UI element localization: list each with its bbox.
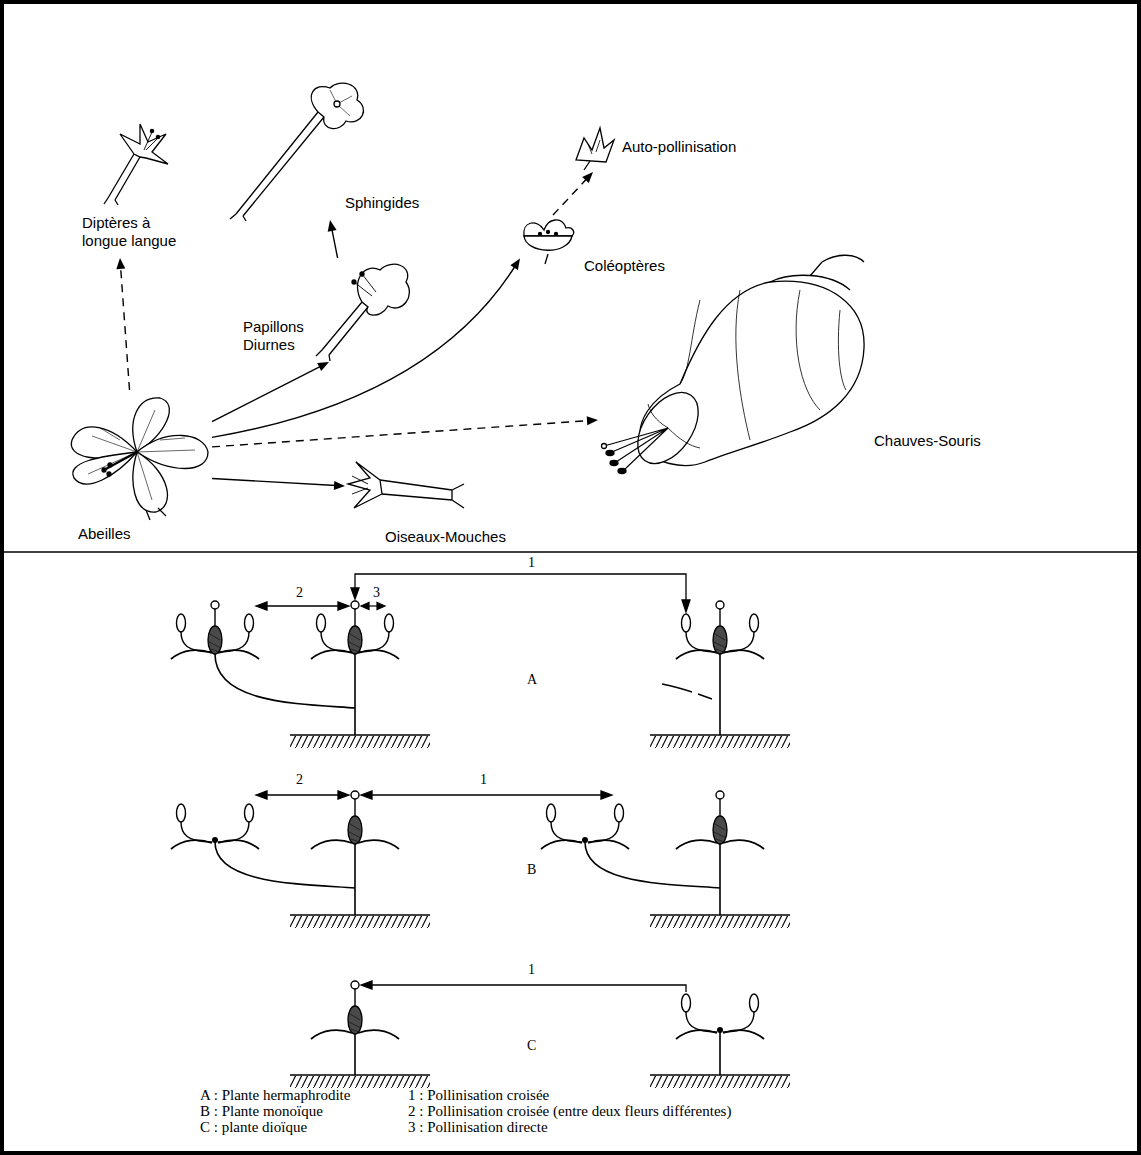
pollinator-arrow bbox=[328, 220, 338, 258]
male-flower bbox=[676, 994, 764, 1039]
selfing-flower bbox=[576, 128, 614, 170]
plant-stem bbox=[355, 1030, 720, 1075]
legend-entry: B : Plante monoïque bbox=[200, 1104, 323, 1119]
arrowhead bbox=[328, 220, 337, 232]
flower bbox=[311, 601, 399, 659]
legend-text: C : plante dioïque bbox=[200, 1119, 307, 1135]
arrowhead bbox=[582, 172, 593, 183]
arrow-line bbox=[332, 229, 338, 258]
monoecious-plants bbox=[171, 791, 790, 928]
pollen-arrow bbox=[351, 574, 690, 612]
legend-text: A : Plante hermaphrodite bbox=[200, 1087, 350, 1103]
arrowhead bbox=[116, 258, 125, 269]
male-flower bbox=[541, 804, 629, 849]
pollinator-name: Papillons Diurnes bbox=[243, 318, 315, 354]
pollinator-name: Auto-pollinisation bbox=[622, 138, 736, 156]
legend-text: 1 : Pollinisation croisée bbox=[408, 1087, 549, 1103]
panel-letter: C bbox=[527, 1038, 536, 1054]
pollinator-flower: Papillons Diurnes bbox=[243, 258, 415, 362]
pollinator-flower: Sphingides bbox=[225, 80, 435, 220]
plant-branch bbox=[662, 684, 712, 699]
pollinator-name: Sphingides bbox=[345, 194, 419, 212]
pollinator-flower: Abeilles bbox=[62, 390, 212, 548]
ground-hatch bbox=[650, 1075, 790, 1088]
arrow-line bbox=[212, 266, 515, 437]
legend-entry: 3 : Pollinisation directe bbox=[408, 1120, 548, 1135]
arrowhead bbox=[334, 481, 345, 490]
pollinator-arrow bbox=[553, 172, 593, 215]
pollinator-name: Diptères à longue langue bbox=[82, 214, 182, 250]
legend-entry: 1 : Pollinisation croisée bbox=[408, 1088, 549, 1103]
legend-text: B : Plante monoïque bbox=[200, 1103, 323, 1119]
arrow-line bbox=[121, 267, 130, 390]
pollinator-name: Abeilles bbox=[78, 525, 131, 543]
callout-number: 1 bbox=[480, 772, 487, 788]
bee-flower bbox=[71, 398, 208, 520]
pollinator-arrow bbox=[212, 258, 520, 437]
legend-text: 3 : Pollinisation directe bbox=[408, 1119, 548, 1135]
legend-entry: A : Plante hermaphrodite bbox=[200, 1088, 350, 1103]
arrowhead bbox=[510, 258, 520, 270]
flower bbox=[171, 601, 259, 659]
pollen-arrow bbox=[361, 603, 385, 610]
legend-text: 2 : Pollinisation croisée (entre deux fl… bbox=[408, 1103, 731, 1119]
legend-entry: 2 : Pollinisation croisée (entre deux fl… bbox=[408, 1104, 731, 1119]
pollinator-arrow bbox=[212, 416, 598, 447]
pollen-arrow bbox=[361, 791, 612, 799]
pollinator-arrow bbox=[212, 479, 345, 490]
flower bbox=[676, 601, 764, 659]
pollinator-flower: Oiseaux-Mouches bbox=[345, 448, 585, 548]
fly-flower bbox=[104, 124, 168, 205]
arrowhead bbox=[587, 416, 598, 425]
female-flower bbox=[311, 981, 399, 1039]
bat-flower bbox=[602, 255, 865, 474]
pollinator-name: Coléoptères bbox=[584, 257, 665, 275]
dioecious-plants bbox=[290, 981, 790, 1088]
pollinator-flower: Auto-pollinisation bbox=[570, 124, 800, 172]
hummingbird-flower bbox=[348, 462, 464, 508]
pollinator-flower: Diptères à longue langue bbox=[78, 122, 218, 258]
callout-number: 1 bbox=[528, 555, 535, 571]
male-flower bbox=[171, 804, 259, 849]
pollinator-name: Chauves-Souris bbox=[874, 432, 981, 450]
hawkmoth-flower bbox=[230, 83, 363, 221]
panel-letter: B bbox=[527, 862, 536, 878]
pollen-arrow bbox=[256, 791, 349, 799]
arrow-line bbox=[212, 366, 321, 422]
callout-number: 3 bbox=[373, 585, 380, 601]
arrow-line bbox=[212, 421, 589, 447]
pollen-arrow bbox=[361, 981, 686, 992]
legend-entry: C : plante dioïque bbox=[200, 1120, 307, 1135]
panel-letter: A bbox=[527, 672, 537, 688]
callout-number: 2 bbox=[296, 585, 303, 601]
ground-hatch bbox=[650, 735, 790, 748]
callout-number: 2 bbox=[296, 772, 303, 788]
pollinator-flower: Coléoptères bbox=[520, 215, 685, 277]
pollen-arrow bbox=[256, 602, 349, 610]
pollinator-flower: Chauves-Souris bbox=[598, 272, 988, 472]
callout-number: 1 bbox=[528, 962, 535, 978]
ground-hatch bbox=[650, 915, 790, 928]
beetle-flower bbox=[524, 220, 574, 264]
arrowhead bbox=[317, 362, 329, 371]
pollinator-arrow bbox=[116, 258, 129, 390]
butterfly-flower bbox=[316, 264, 409, 361]
arrow-line bbox=[553, 179, 587, 215]
female-flower bbox=[676, 791, 764, 849]
ground-hatch bbox=[290, 1075, 430, 1088]
ground-hatch bbox=[290, 915, 430, 928]
hermaphrodite-plants bbox=[171, 574, 790, 748]
female-flower bbox=[311, 791, 399, 849]
plant-stem bbox=[215, 654, 720, 735]
plant-stem bbox=[215, 842, 720, 915]
arrow-line bbox=[212, 479, 336, 486]
pollinator-name: Oiseaux-Mouches bbox=[385, 528, 506, 546]
ground-hatch bbox=[290, 735, 430, 748]
panel-separator bbox=[0, 551, 1141, 553]
